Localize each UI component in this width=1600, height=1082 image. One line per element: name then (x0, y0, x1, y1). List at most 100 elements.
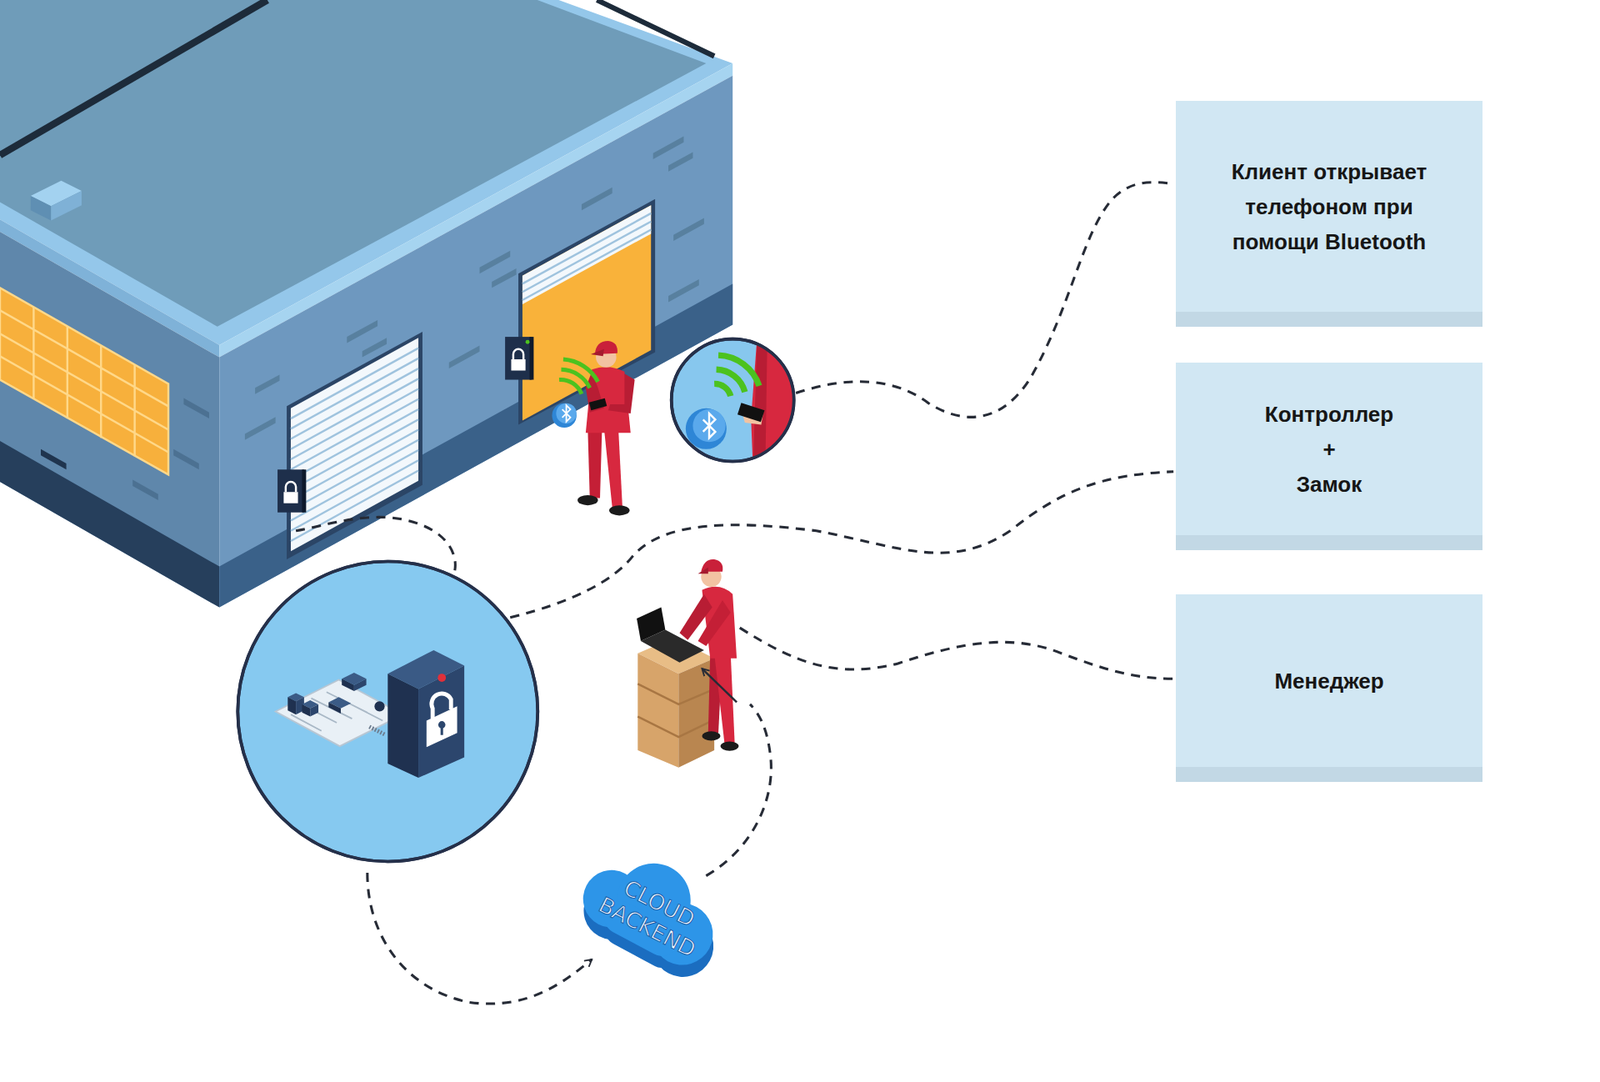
wall-lock-part (277, 469, 305, 512)
warehouse-building-part-part (290, 358, 419, 429)
wall-lock-part (513, 349, 524, 360)
warehouse-building-part (518, 199, 655, 425)
controller-zoom-part-part (418, 665, 465, 778)
warehouse-building-part (0, 440, 220, 608)
phone-zoom-part (671, 339, 795, 462)
warehouse-building-part-part (290, 440, 419, 510)
controller-zoom-part-part (426, 705, 458, 747)
warehouse-building-part-part (132, 480, 159, 500)
controller-zoom-part-part (374, 700, 385, 711)
controller-zoom-part-part (328, 701, 341, 713)
controller-zoom-part-part (440, 726, 444, 735)
phone-zoom-part-part (750, 336, 796, 470)
warehouse-building-part-part (290, 368, 419, 439)
warehouse-building-part (0, 231, 220, 608)
leader-lines-part (795, 182, 1174, 418)
warehouse-building-part (286, 331, 423, 560)
cardboard-boxes-part (637, 683, 715, 737)
text-box: Клиент открывает телефоном при помощи Bl… (1175, 100, 1483, 327)
phone-zoom-part-part (685, 408, 727, 450)
warehouse-building-part-part (449, 345, 480, 370)
warehouse-building-part (596, 0, 715, 56)
phone-zoom (671, 336, 796, 470)
warehouse-building-part-part (290, 348, 419, 419)
leader-lines-part (510, 471, 1174, 618)
warehouse-building-part-part (290, 470, 419, 541)
warehouse-building-part-part (290, 419, 419, 490)
warehouse-building-part (0, 287, 169, 475)
leader-lines (295, 182, 1174, 1004)
warehouse-building-part (219, 75, 733, 608)
warehouse-building-part-part (290, 409, 419, 480)
box-text: Контроллер + Замок (1204, 396, 1455, 502)
manager-worker-part (701, 730, 720, 740)
controller-zoom-part-part (369, 726, 386, 735)
bluetooth-signal-part (562, 405, 571, 422)
text-box: Контроллер + Замок (1175, 362, 1483, 550)
warehouse-building-part-part (173, 449, 200, 470)
client-worker-part (604, 428, 623, 507)
phone-zoom-part-part (718, 355, 760, 386)
text-box: Менеджер (1175, 594, 1483, 782)
manager-worker-part (700, 559, 723, 572)
controller-zoom-part (237, 560, 538, 861)
wall-lock-part (283, 491, 298, 503)
wall-lock-part (510, 359, 525, 370)
client-worker-part (589, 398, 607, 411)
phone-zoom-part-part (714, 383, 731, 396)
controller-zoom-part-part (301, 704, 310, 717)
bluetooth-signal-part (563, 359, 599, 382)
bluetooth-signal-part (559, 379, 582, 394)
controller-zoom-part-part (287, 696, 296, 715)
warehouse-building-part-part (491, 268, 516, 288)
warehouse-building-part-part (183, 398, 210, 419)
controller-zoom-part-part (310, 704, 319, 717)
bluetooth-signal-part (551, 403, 576, 428)
controller-zoom-part-part (387, 673, 419, 778)
warehouse-building-part (219, 283, 733, 607)
controller-zoom-part-part (341, 678, 355, 691)
warehouse-building-part (522, 205, 651, 305)
warehouse-building-part (522, 213, 651, 300)
manager-worker (680, 559, 740, 751)
warehouse-building-part-part (522, 230, 651, 300)
client-worker-part (608, 373, 635, 414)
manager-worker-part (698, 567, 709, 574)
warehouse-building-part-part (522, 213, 651, 284)
warehouse-building-part-part (290, 430, 419, 500)
controller-zoom-part (275, 650, 465, 778)
wall-lock-part (530, 336, 535, 380)
warehouse-building-part-part (290, 389, 419, 460)
warehouse-building-part-part (668, 151, 693, 171)
leader-lines-part (295, 516, 455, 574)
warehouse-building-part-part (668, 279, 700, 303)
manager-worker-part (698, 600, 731, 646)
warehouse-building-part-part (290, 399, 419, 470)
controller-zoom-part (237, 560, 538, 861)
wall-lock-part (285, 481, 296, 492)
warehouse-building-part (40, 398, 210, 500)
bluetooth-signal (551, 359, 598, 428)
bluetooth-signal-part (560, 369, 590, 388)
warehouse-building-part-part (653, 135, 685, 160)
warehouse-building-part-part (290, 460, 419, 530)
warehouse-building-part (30, 195, 51, 220)
warehouse-building-part (522, 205, 651, 420)
warehouse-building-part-part (40, 449, 67, 470)
warehouse-building-part-part (346, 320, 378, 344)
controller-zoom-part-part (275, 680, 404, 747)
warehouse-building-part-part (480, 250, 511, 275)
wall-lock-part (525, 340, 530, 345)
client-worker-part (590, 349, 605, 357)
cardboard-boxes-part (637, 653, 679, 768)
warehouse-building-part-part (245, 416, 276, 440)
phone-zoom-part-part (737, 402, 765, 422)
box-text: Клиент открывает телефоном при помощи Bl… (1204, 154, 1455, 260)
warehouse-building-part-part (673, 217, 705, 241)
leader-lines-part (705, 704, 771, 876)
wall-lock (277, 336, 534, 513)
warehouse-building-part (50, 190, 82, 221)
warehouse-building-part-part (290, 450, 419, 520)
phone-zoom-part-part (703, 413, 716, 438)
